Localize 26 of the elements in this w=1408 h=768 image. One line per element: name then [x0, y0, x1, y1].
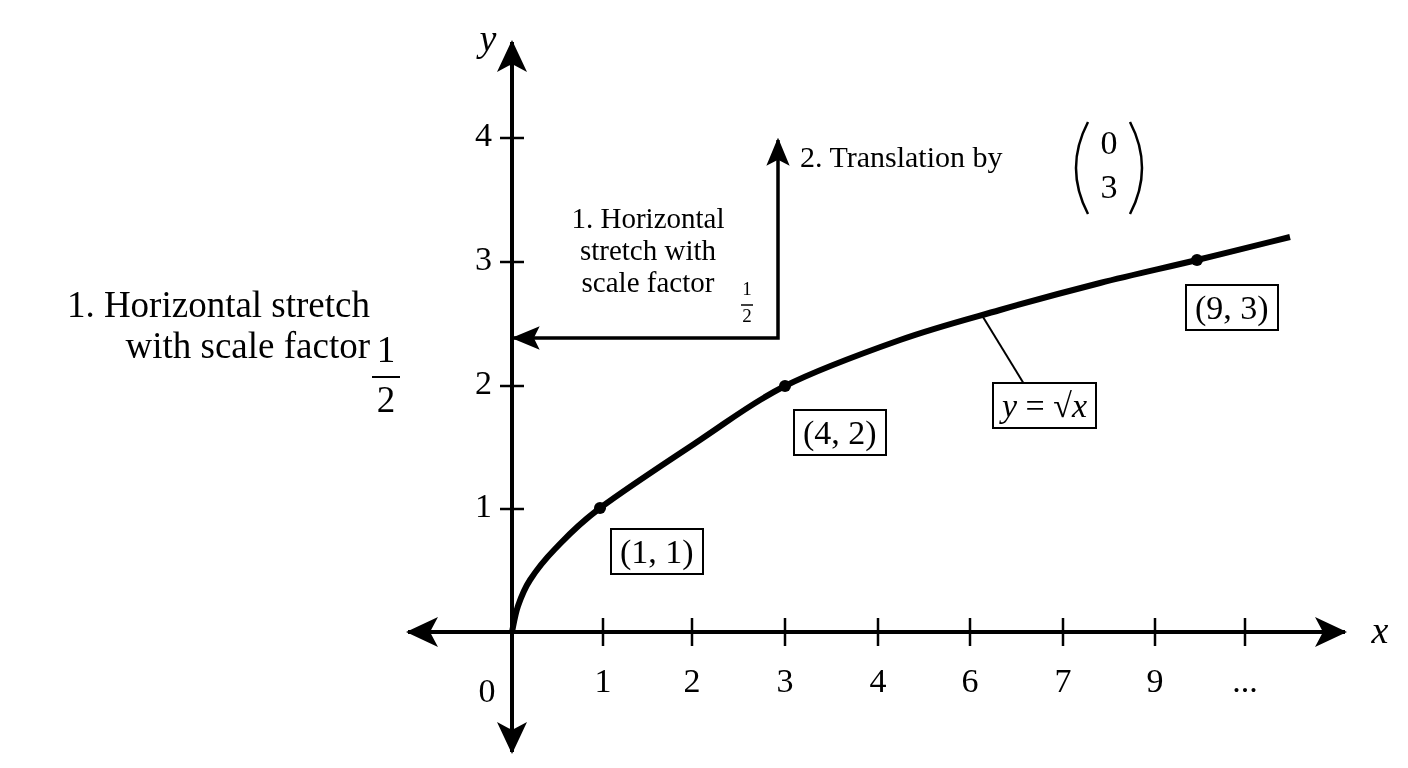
tick-label: 7	[1053, 662, 1073, 700]
tick-label: 6	[960, 662, 980, 700]
tick-label: 0	[477, 672, 497, 710]
axis-label: x	[1370, 610, 1390, 652]
vector-component: 3	[1099, 168, 1119, 206]
tick-label: 2	[474, 364, 492, 402]
tick-label: ...	[1231, 662, 1259, 700]
tick-label: 9	[1145, 662, 1165, 700]
axis-label: y	[468, 18, 508, 60]
tick-label: 4	[868, 662, 888, 700]
tick-label: 4	[474, 116, 492, 154]
fraction-numerator: 1	[741, 279, 753, 300]
fraction-numerator: 1	[375, 330, 397, 371]
fraction-denominator: 2	[741, 306, 753, 327]
curve	[509, 234, 1291, 633]
tick-label: 1	[593, 662, 613, 700]
tick-label: 2	[682, 662, 702, 700]
fraction-denominator: 2	[375, 380, 397, 421]
tick-label: 3	[775, 662, 795, 700]
leader-line	[982, 316, 1025, 385]
annotation-text: 1. Horizontal stretch with scale factor	[65, 285, 370, 367]
tick-label: 3	[474, 240, 492, 278]
annotation-text: 2. Translation by	[800, 140, 1004, 173]
annotation-text: 1. Horizontal stretch with scale factor	[570, 203, 726, 299]
tick-label: 1	[474, 487, 492, 525]
vector-component: 0	[1099, 124, 1119, 162]
